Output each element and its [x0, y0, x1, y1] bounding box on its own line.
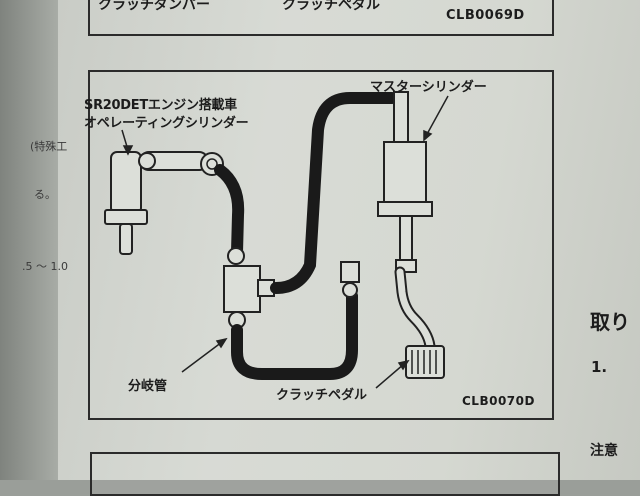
right-margin-heading: 取り	[590, 310, 630, 334]
main-figure-code: CLB0070D	[462, 394, 535, 408]
clutch-pedal-label: クラッチペダル	[276, 388, 368, 403]
master-cylinder	[377, 91, 433, 273]
branch-pipe-label: 分岐管	[128, 379, 168, 394]
operating-cylinder-label: オペレーティングシリンダー	[84, 116, 249, 131]
top-figure-code: CLB0069D	[446, 8, 525, 23]
left-margin-text-3: .5 ～ 1.0	[22, 260, 68, 273]
left-page-edge	[0, 0, 58, 480]
branch-pipe-fitting	[223, 247, 275, 329]
clutch-pedal-arm	[394, 266, 445, 379]
left-margin-text-1: (特殊工	[30, 140, 68, 153]
top-label-clutch-pedal: クラッチペダル	[282, 0, 380, 13]
hose-branch-to-master	[270, 92, 398, 294]
clutch-hydraulic-diagram	[104, 91, 449, 389]
left-margin-text-2: る。	[34, 188, 56, 201]
master-cylinder-label: マスターシリンダー	[370, 80, 487, 95]
manual-page	[58, 0, 640, 480]
leader-lines	[121, 95, 449, 389]
hose-operating-to-branch	[214, 164, 245, 258]
top-figure-frame	[88, 0, 554, 36]
right-margin-note: 注意	[590, 443, 618, 459]
right-margin-item-number: 1.	[591, 358, 608, 376]
engine-variant-label: SR20DETエンジン搭載車	[84, 98, 237, 113]
hose-branch-to-damper	[231, 261, 360, 380]
operating-cylinder	[104, 151, 224, 255]
top-label-clutch-damper: クラッチダンパー	[98, 0, 210, 13]
